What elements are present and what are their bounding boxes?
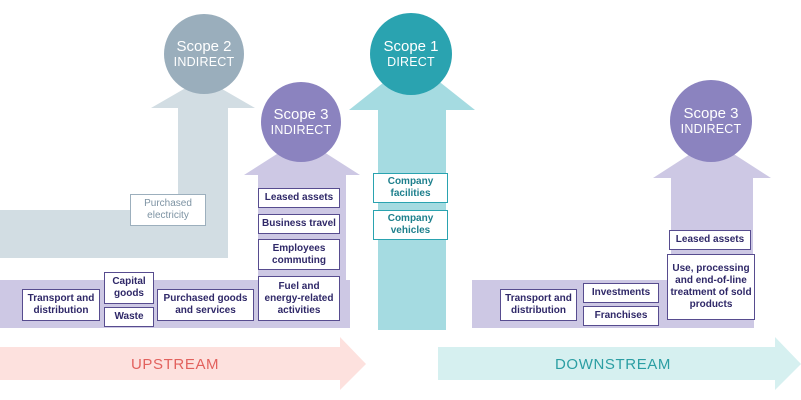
company-vehicles-box: Company vehicles <box>373 210 448 240</box>
employees-commuting-box: Employees commuting <box>258 239 340 270</box>
downstream-arrow <box>438 337 801 390</box>
downstream-transport-distribution-box: Transport and distribution <box>500 289 577 321</box>
downstream-leased-assets-box: Leased assets <box>669 230 751 250</box>
scope3-downstream-title: Scope 3 <box>683 105 739 123</box>
scope2-title: Scope 2 <box>176 38 232 56</box>
purchased-goods-services-box: Purchased goods and services <box>157 289 254 321</box>
scope3-upstream-title: Scope 3 <box>273 106 329 124</box>
scope2-subtitle: INDIRECT <box>173 55 235 70</box>
scope3-downstream-subtitle: INDIRECT <box>680 122 742 137</box>
upstream-leased-assets-box: Leased assets <box>258 188 340 208</box>
scope2-circle: Scope 2 INDIRECT <box>164 14 244 94</box>
business-travel-box: Business travel <box>258 214 340 234</box>
scope1-title: Scope 1 <box>383 38 439 56</box>
scope1-subtitle: DIRECT <box>387 55 435 70</box>
upstream-arrow <box>0 337 366 390</box>
purchased-electricity-box: Purchased electricity <box>130 194 206 226</box>
company-facilities-box: Company facilities <box>373 173 448 203</box>
waste-box: Waste <box>104 307 154 327</box>
sold-products-treatment-box: Use, processing and end-of-line treatmen… <box>667 254 755 320</box>
scope3-upstream-subtitle: INDIRECT <box>270 123 332 138</box>
fuel-energy-activities-box: Fuel and energy-related activities <box>258 276 340 321</box>
capital-goods-box: Capital goods <box>104 272 154 304</box>
franchises-box: Franchises <box>583 306 659 326</box>
upstream-transport-distribution-box: Transport and distribution <box>22 289 100 321</box>
scope3-downstream-circle: Scope 3 INDIRECT <box>670 80 752 162</box>
scope2-arrow <box>0 78 255 258</box>
investments-box: Investments <box>583 283 659 303</box>
scope1-circle: Scope 1 DIRECT <box>370 13 452 95</box>
downstream-label: DOWNSTREAM <box>555 356 671 373</box>
upstream-label: UPSTREAM <box>131 356 220 373</box>
scope3-upstream-circle: Scope 3 INDIRECT <box>261 82 341 162</box>
